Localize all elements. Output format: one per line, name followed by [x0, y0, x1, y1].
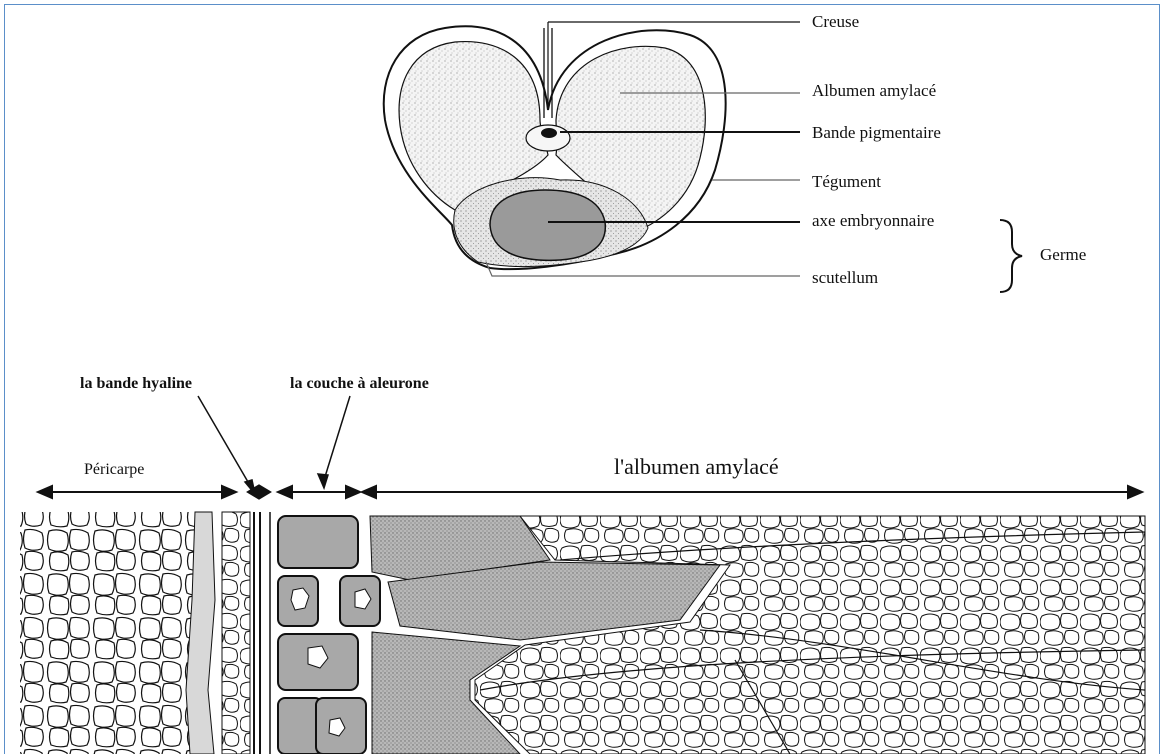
- label-bande-hyaline: la bande hyaline: [80, 375, 192, 392]
- germe-brace: [1000, 220, 1022, 292]
- aleurone-layer: [278, 516, 380, 754]
- label-albumen-bottom: l'albumen amylacé: [614, 454, 779, 479]
- pericarp-cells: [20, 512, 200, 754]
- tissue-section: [20, 512, 1145, 754]
- label-bande-pigmentaire: Bande pigmentaire: [812, 123, 941, 142]
- label-albumen-amylace: Albumen amylacé: [812, 81, 936, 100]
- bottom-pointer-lines: [198, 396, 350, 494]
- label-creuse: Creuse: [812, 12, 859, 31]
- grain-cross-section: [384, 26, 726, 269]
- label-tegument: Tégument: [812, 172, 881, 191]
- label-germe: Germe: [1040, 245, 1086, 264]
- pigment-band: [541, 128, 557, 138]
- embryonic-axis: [490, 190, 605, 260]
- starchy-endosperm-cells: [475, 516, 1145, 754]
- label-scutellum: scutellum: [812, 268, 878, 287]
- tube-cells: [222, 512, 250, 754]
- dimension-arrows: [38, 486, 1142, 498]
- label-couche-aleurone: la couche à aleurone: [290, 375, 429, 392]
- label-axe-embryonnaire: axe embryonnaire: [812, 211, 934, 230]
- label-pericarpe: Péricarpe: [84, 461, 144, 478]
